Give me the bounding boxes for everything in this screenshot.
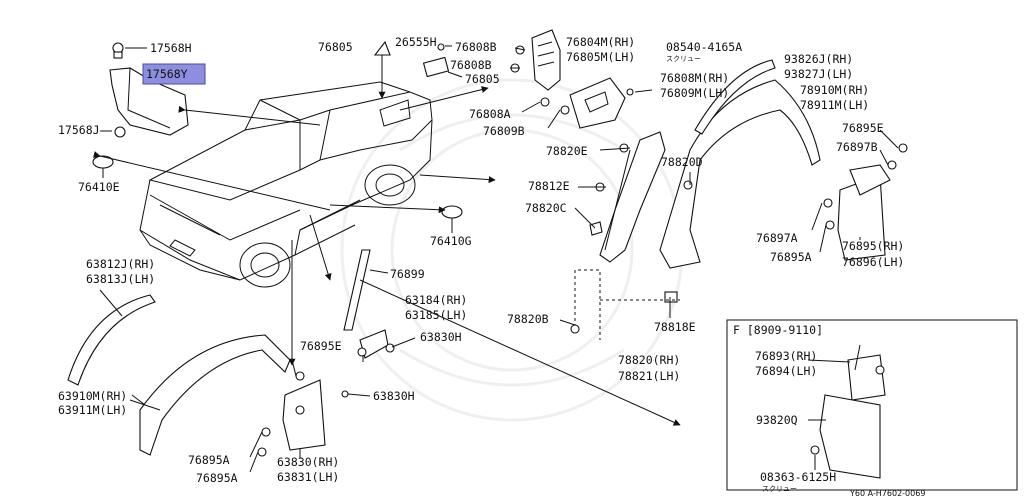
label-76895A: 76895A (770, 250, 812, 264)
fender-flare-rear (659, 79, 821, 269)
label-78911M: 78911M(LH) (800, 98, 869, 112)
cap-76805 (373, 40, 391, 56)
label-17568Y: 17568Y (146, 67, 188, 81)
label-08363: 08363-6125H (760, 470, 836, 484)
label-78820-rh: 78820(RH) (618, 353, 680, 367)
fender-flare-front (139, 334, 291, 456)
inset-parts (807, 344, 886, 479)
label-76899: 76899 (390, 267, 425, 281)
label-76897A: 76897A (756, 231, 798, 245)
label-78820B: 78820B (507, 312, 549, 326)
label-76808B-b: 76808B (450, 58, 492, 72)
label-76809B: 76809B (483, 124, 525, 138)
inset-box (726, 319, 1018, 491)
label-76805-a: 76805 (318, 40, 353, 54)
label-63813J: 63813J(LH) (86, 272, 155, 286)
label-63910M: 63910M(RH) (58, 389, 127, 403)
label-76896-lh: 76896(LH) (842, 255, 904, 269)
label-76893: 76893(RH) (755, 349, 817, 363)
label-63830H-b: 63830H (373, 389, 415, 403)
label-17568J: 17568J (58, 123, 100, 137)
label-76895-rh: 76895(RH) (842, 239, 904, 253)
label-78818E: 78818E (654, 320, 696, 334)
label-26555H: 26555H (395, 35, 437, 49)
label-93820Q: 93820Q (756, 413, 798, 427)
label-76895E-front: 76895E (300, 339, 342, 353)
label-78820D: 78820D (661, 155, 703, 169)
label-76809M: 76809M(LH) (660, 86, 729, 100)
label-93827J: 93827J(LH) (784, 67, 853, 81)
label-76805M: 76805M(LH) (566, 50, 635, 64)
label-63831-lh: 63831(LH) (277, 470, 339, 484)
label-76895A-b: 76895A (196, 471, 238, 485)
truck-illustration (139, 81, 433, 288)
label-76410G: 76410G (430, 234, 472, 248)
label-76805-b: 76805 (465, 72, 500, 86)
label-63830H-a: 63830H (420, 330, 462, 344)
label-63812J: 63812J(RH) (86, 257, 155, 271)
plug-76410G (441, 205, 463, 219)
deflector-bracket (109, 63, 206, 136)
plate-76805 (422, 56, 450, 78)
highlight-box (142, 63, 206, 85)
label-76808M: 76808M(RH) (660, 71, 729, 85)
clip-17568J (114, 126, 126, 138)
label-93826J: 93826J(RH) (784, 52, 853, 66)
molding-63812J (67, 294, 156, 386)
leader-lines (93, 45, 899, 473)
label-78821-lh: 78821(LH) (618, 369, 680, 383)
part-labels: 17568H 17568Y 17568J 76410E 76410G 76805… (58, 35, 925, 498)
label-17568H: 17568H (150, 41, 192, 55)
diagram-footer-code: Y60 A-H7602-0069 (849, 489, 925, 498)
label-08363-sub: スクリュー (762, 485, 797, 493)
label-63830-rh: 63830(RH) (277, 455, 339, 469)
label-76897B: 76897B (836, 140, 878, 154)
label-76894: 76894(LH) (755, 364, 817, 378)
label-78820C: 78820C (525, 201, 567, 215)
inset-title: F [8909-9110] (733, 323, 823, 337)
label-76808A: 76808A (469, 107, 511, 121)
label-08540: 08540-4165A (666, 40, 742, 54)
mud-flap-front (282, 379, 326, 451)
label-76895E: 76895E (842, 121, 884, 135)
fender-extension (599, 131, 666, 263)
label-76808B-a: 76808B (455, 40, 497, 54)
label-76895A-a: 76895A (188, 453, 230, 467)
label-76804M: 76804M(RH) (566, 35, 635, 49)
label-63184: 63184(RH) (405, 293, 467, 307)
plug-76410E (92, 155, 114, 169)
mirror-housing (531, 29, 626, 129)
screw-26555H (437, 43, 445, 51)
label-63911M: 63911M(LH) (58, 403, 127, 417)
label-78820E: 78820E (546, 144, 588, 158)
label-78910M: 78910M(RH) (800, 83, 869, 97)
molding-93826J (694, 59, 776, 135)
label-76410E: 76410E (78, 180, 120, 194)
label-78812E: 78812E (528, 179, 570, 193)
strip-76899 (343, 249, 371, 331)
clip-17568H (112, 42, 124, 59)
label-08540-sub: スクリュー (666, 55, 701, 63)
label-63185: 63185(LH) (405, 308, 467, 322)
